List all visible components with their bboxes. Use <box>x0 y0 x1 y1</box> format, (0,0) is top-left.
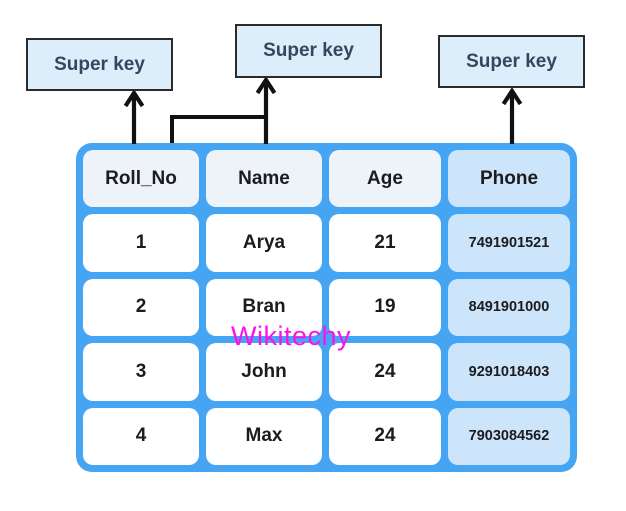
header-cell-roll-no: Roll_No <box>83 150 199 208</box>
cell-name-r3: John <box>206 343 322 401</box>
bracket-roll-no-name <box>170 115 266 143</box>
super-key-box-roll-no: Super key <box>26 38 173 91</box>
cell-name-r1: Arya <box>206 214 322 272</box>
student-table: Roll_No Name Age Phone 1 Arya 21 7491901… <box>76 143 577 472</box>
cell-phone-r2: 8491901000 <box>448 278 570 337</box>
super-key-box-roll-no-name: Super key <box>235 24 382 78</box>
cell-roll-no-r3: 3 <box>83 343 199 401</box>
header-cell-phone: Phone <box>448 150 570 208</box>
cell-age-r4: 24 <box>329 407 441 465</box>
super-key-box-phone: Super key <box>438 35 585 88</box>
header-cell-name: Name <box>206 150 322 208</box>
cell-name-r4: Max <box>206 407 322 465</box>
cell-roll-no-r4: 4 <box>83 407 199 465</box>
arrow-phone <box>501 87 523 144</box>
cell-roll-no-r1: 1 <box>83 214 199 272</box>
super-key-label: Super key <box>466 50 557 72</box>
super-key-label: Super key <box>263 40 354 61</box>
cell-phone-r1: 7491901521 <box>448 214 570 272</box>
cell-age-r1: 21 <box>329 214 441 272</box>
header-cell-age: Age <box>329 150 441 208</box>
super-key-label: Super key <box>54 53 145 75</box>
cell-phone-r4: 7903084562 <box>448 407 570 465</box>
cell-roll-no-r2: 2 <box>83 278 199 337</box>
cell-phone-r3: 9291018403 <box>448 343 570 401</box>
watermark-wikitechy: Wikitechy <box>231 321 352 351</box>
cell-age-r3: 24 <box>329 343 441 401</box>
arrow-name <box>255 76 277 144</box>
cell-name-r2: Bran <box>206 278 322 337</box>
cell-age-r2: 19 <box>329 278 441 337</box>
arrow-roll-no <box>123 89 145 144</box>
